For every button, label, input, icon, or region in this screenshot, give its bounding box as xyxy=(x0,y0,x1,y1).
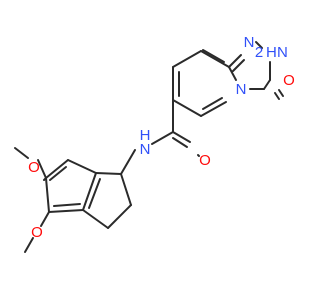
bond-double-inner xyxy=(232,59,245,72)
atom-nh-triazole-n: N xyxy=(277,44,288,61)
bond-double-inner xyxy=(202,97,223,110)
atom-n-triazole-top: N xyxy=(244,34,255,51)
bond xyxy=(172,99,202,117)
bond xyxy=(48,209,84,213)
bond xyxy=(45,159,69,179)
bond xyxy=(37,159,47,179)
atom-labels: N H 2 N N O N H O O O xyxy=(28,34,295,241)
bond xyxy=(228,66,237,81)
bond xyxy=(255,41,263,49)
methoxy-bonds xyxy=(14,147,50,253)
bond-double-inner xyxy=(49,166,67,181)
bond-methyl xyxy=(14,147,29,159)
bond xyxy=(82,209,109,229)
bond xyxy=(151,131,174,145)
bond-carbonyl-inner xyxy=(172,137,188,148)
bond xyxy=(95,172,122,175)
atom-o-methoxy-bottom: O xyxy=(31,224,43,241)
atom-nh-triazole-h: H xyxy=(266,44,277,61)
atom-o-amide: O xyxy=(199,152,211,169)
atom-nh-amide-h: H xyxy=(140,127,151,144)
bond xyxy=(172,50,202,68)
structure-svg: N H 2 N N O N H O O O xyxy=(14,34,295,253)
pyridine-ring-bonds xyxy=(172,49,237,117)
bond-double-inner xyxy=(53,203,81,207)
atom-o-methoxy-top: O xyxy=(28,159,40,176)
bond xyxy=(200,50,230,68)
bond xyxy=(120,173,132,206)
bond-carbonyl xyxy=(278,89,284,97)
bond xyxy=(67,159,97,174)
bond-double-inner xyxy=(88,178,101,209)
triazolone-ring-bonds xyxy=(228,41,284,100)
amide-bonds xyxy=(120,99,200,175)
bond xyxy=(197,154,200,157)
bond xyxy=(40,211,50,227)
bond xyxy=(45,177,50,213)
bond-methyl xyxy=(24,237,34,253)
bond xyxy=(107,204,132,229)
bond xyxy=(120,149,136,175)
bond-carbonyl xyxy=(172,131,191,143)
bond xyxy=(228,54,242,68)
bond xyxy=(200,101,227,117)
atom-o-ring-carbonyl: O xyxy=(283,72,295,89)
bond-carbonyl-inner xyxy=(274,92,280,100)
atom-n-bridge: N xyxy=(236,81,247,98)
bond-double-inner xyxy=(202,49,225,63)
atom-nh-amide-n: N xyxy=(140,141,151,158)
bond xyxy=(82,172,97,211)
bond xyxy=(263,79,271,90)
indane-bonds xyxy=(45,159,132,229)
molecule-diagram: N H 2 N N O N H O O O xyxy=(14,34,295,253)
atom-nh-triazole-2: 2 xyxy=(255,44,263,61)
